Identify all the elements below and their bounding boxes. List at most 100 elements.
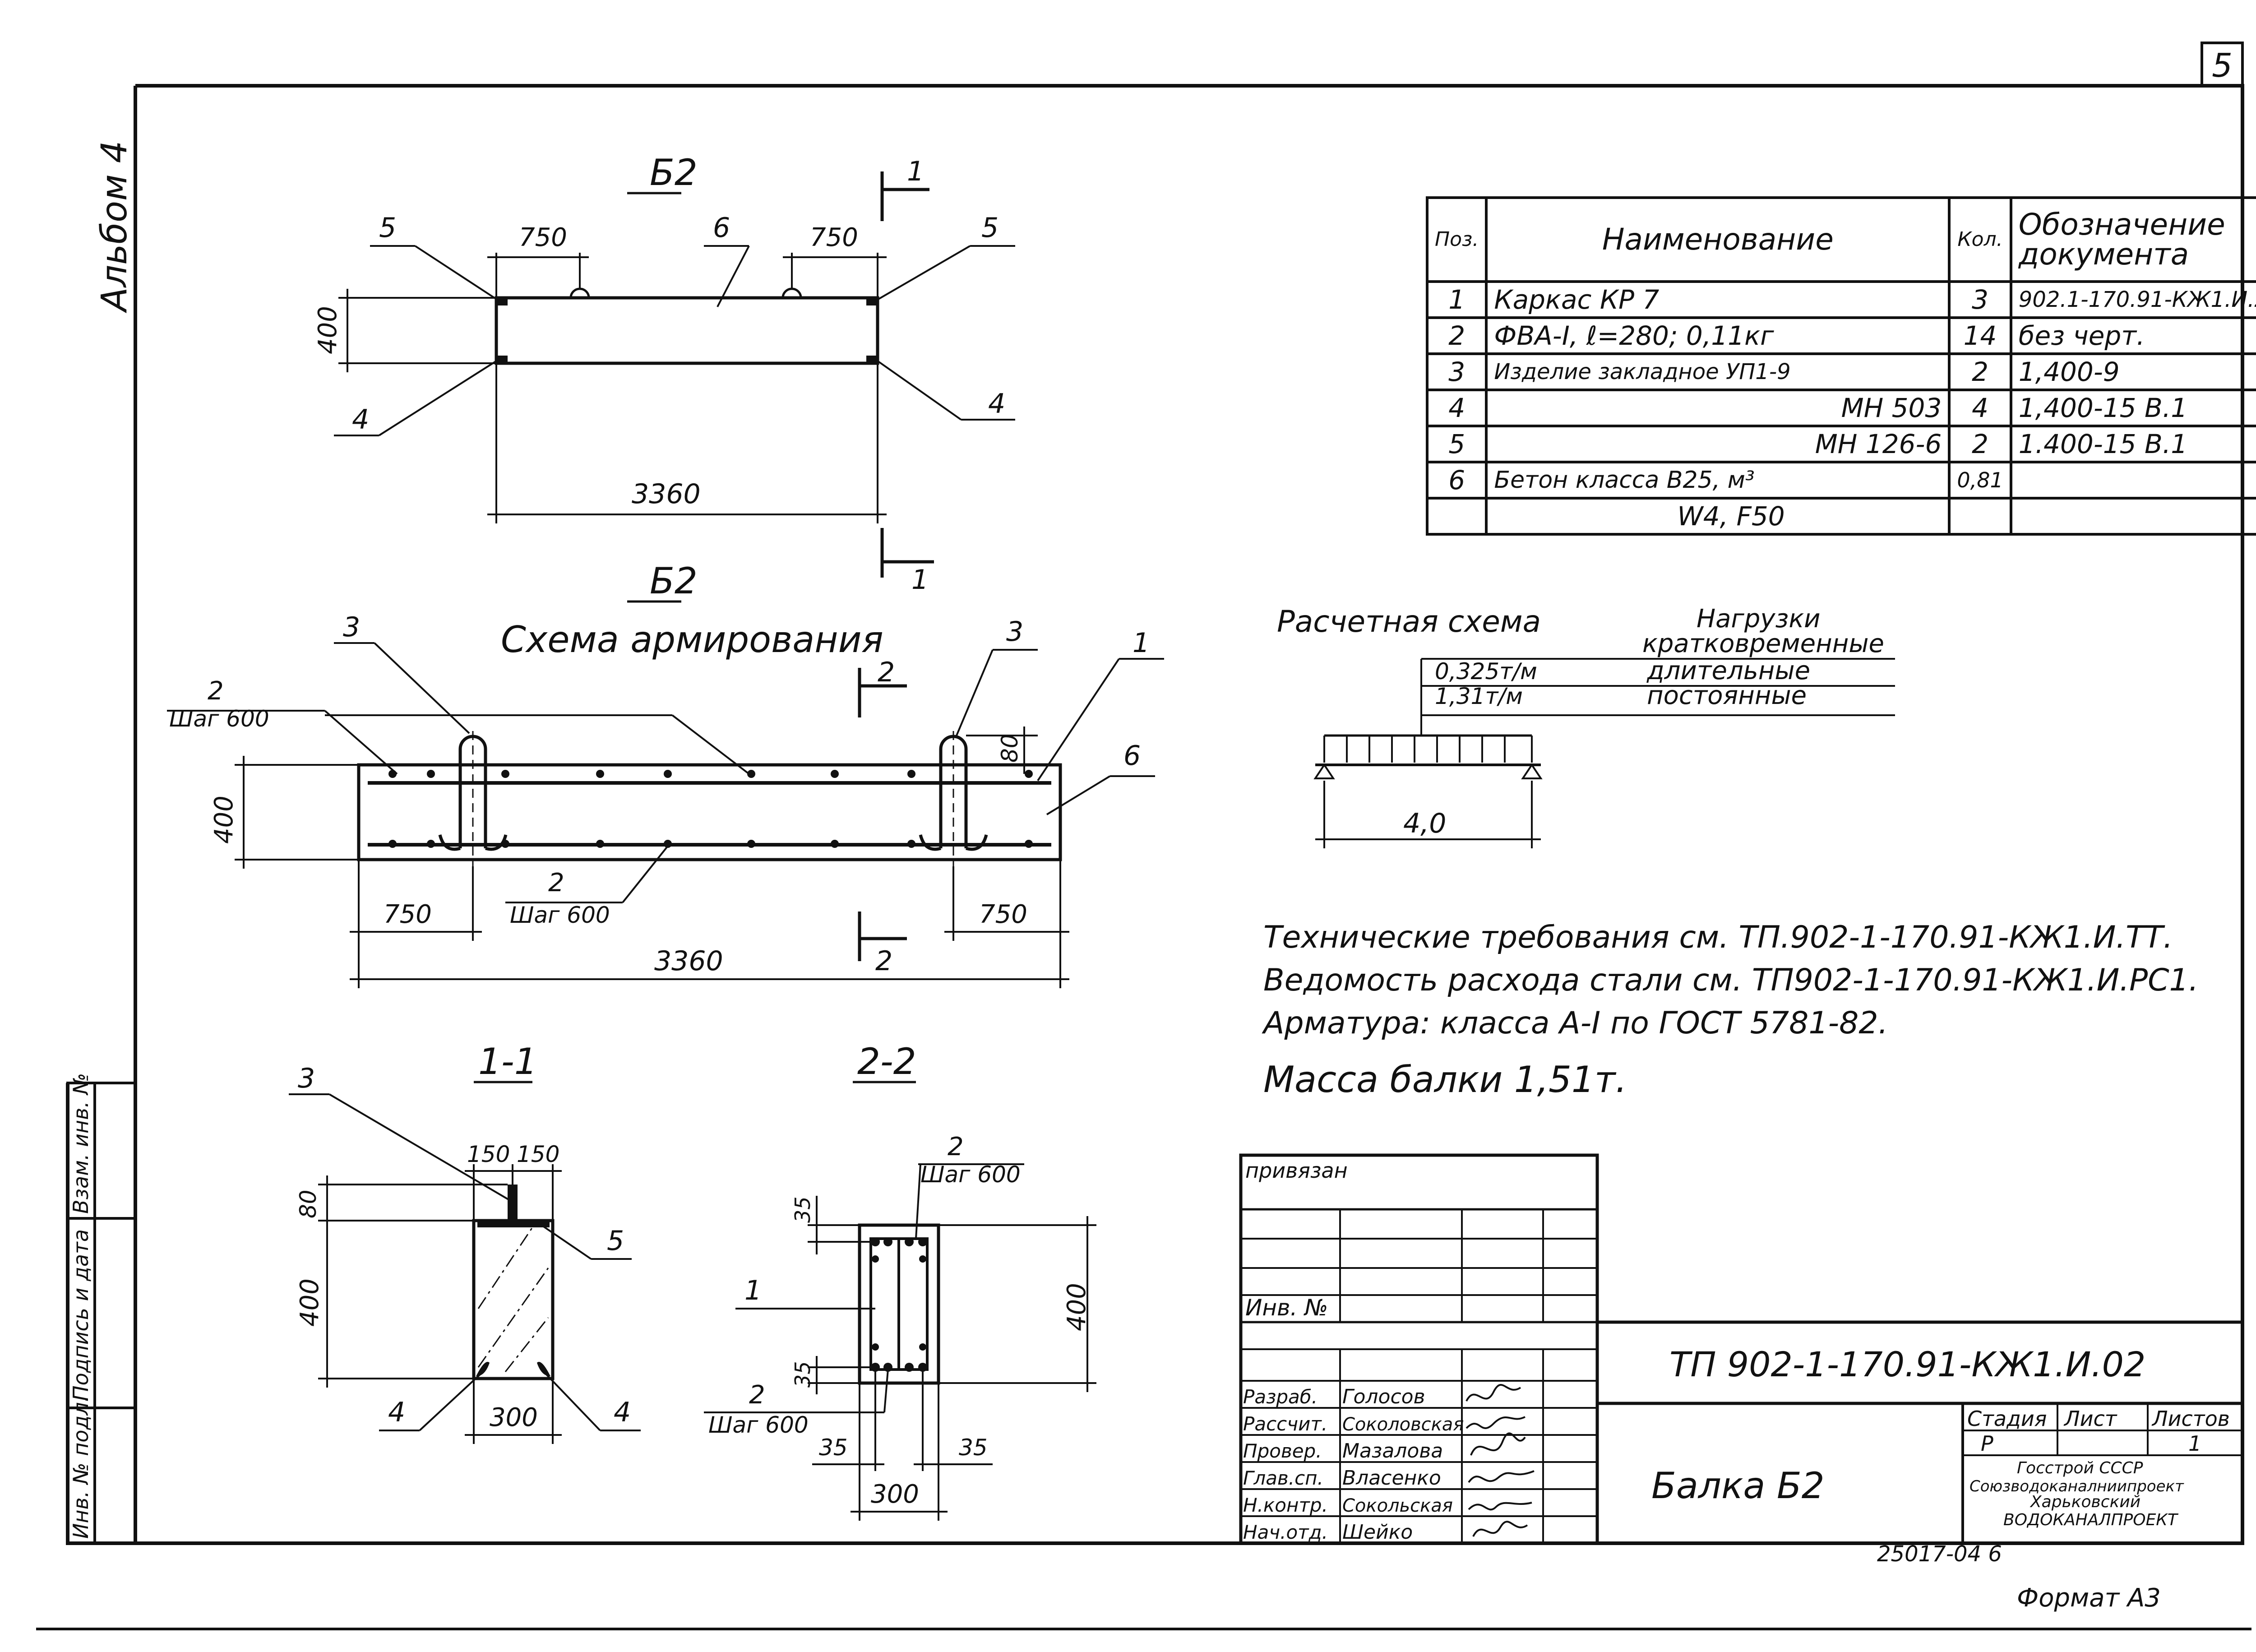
signature-3	[1470, 1432, 1526, 1456]
step-label-sec2-top: Шаг 600	[920, 1161, 1021, 1188]
role-1: Разраб.	[1243, 1386, 1318, 1408]
long-term-label: длительные	[1646, 656, 1810, 685]
spec-qty: 4	[1948, 389, 2012, 427]
dim-750-reinf-right: 750	[979, 900, 1027, 929]
spec-header-qty: Кол.	[1948, 196, 2012, 283]
spec-pos	[1425, 497, 1488, 536]
load-scheme: Расчетная схема Нагрузки кратковременные…	[1277, 604, 1895, 848]
spec-doc: 902.1-170.91-КЖ1.И.2В	[2009, 280, 2256, 319]
spec-qty: 0,81	[1948, 461, 2012, 500]
signature-2	[1465, 1416, 1526, 1429]
spec-doc: 1,400-9	[2009, 352, 2256, 391]
permanent-label: постоянные	[1647, 681, 1807, 710]
dim-400-elev: 400	[313, 306, 342, 354]
inv-no-label: Инв. №	[1245, 1295, 1328, 1321]
step-label-bottom: Шаг 600	[510, 902, 610, 928]
spec-name: Каркас КР 7	[1485, 280, 1951, 319]
album-label: Альбом 4	[94, 141, 135, 314]
spec-name: W4, F50	[1485, 497, 1951, 536]
dim-400-sec1: 400	[295, 1278, 324, 1327]
callout-6-reinf: 6	[1123, 740, 1141, 772]
signature-6	[1472, 1521, 1528, 1537]
spec-doc	[2009, 497, 2256, 536]
spec-row: 2 ФВА-I, ℓ=280; 0,11кг 14 без черт.	[1425, 316, 2256, 355]
spec-pos: 2	[1425, 316, 1488, 355]
name-3: Мазалова	[1342, 1439, 1443, 1462]
spec-doc: 1.400-15 В.1	[2009, 425, 2256, 463]
org-line-2: Союзводоканалниипроект	[1969, 1477, 2184, 1495]
role-6: Нач.отд.	[1243, 1521, 1328, 1543]
sheet-number: 5	[2212, 46, 2233, 84]
left-stamp-strip: Взам. инв. № Подпись и дата Инв. № подл.	[66, 1073, 137, 1545]
spec-doc: без черт.	[2009, 316, 2256, 355]
spec-doc	[2009, 461, 2256, 500]
dim-35-top: 35	[791, 1196, 815, 1223]
elevation-view: Б2 750 750 400 3360 5 5	[313, 152, 1015, 596]
spec-header-pos: Поз.	[1425, 196, 1488, 283]
spec-name: МН 503	[1485, 389, 1951, 427]
reinforcement-view: Б2 Схема армирования 400	[167, 560, 1164, 988]
dim-400-reinf: 400	[209, 796, 239, 844]
name-2: Соколовская	[1342, 1414, 1464, 1435]
reinforcement-subtitle: Схема армирования	[501, 619, 883, 661]
callout-2-sec2-bot: 2	[749, 1380, 765, 1410]
designation: ТП 902-1-170.91-КЖ1.И.02	[1669, 1344, 2145, 1384]
cut-1-top: 1	[907, 156, 924, 187]
callout-3-right: 3	[1006, 616, 1023, 648]
spec-row: 4 МН 503 4 1,400-15 В.1	[1425, 389, 2256, 427]
callout-5-right: 5	[981, 212, 999, 244]
inv-podl-label: Инв. № подл.	[69, 1396, 93, 1539]
org-line-1: Госстрой СССР	[2017, 1459, 2143, 1477]
long-term-value: 0,325т/м	[1435, 658, 1537, 685]
format-label: Формат А3	[2017, 1583, 2161, 1613]
name-1: Голосов	[1342, 1385, 1425, 1408]
section-2-title: 2-2	[857, 1041, 916, 1083]
load-scheme-title: Расчетная схема	[1277, 604, 1541, 639]
spec-pos: 5	[1425, 425, 1488, 463]
dim-750-left: 750	[519, 223, 567, 252]
sheet-number-box	[2201, 42, 2244, 87]
dim-150-b: 150	[517, 1141, 559, 1167]
permanent-value: 1,31т/м	[1435, 683, 1523, 709]
dim-300-sec1: 300	[490, 1403, 538, 1432]
dim-3360-reinf: 3360	[654, 945, 723, 977]
callout-5-sec1: 5	[607, 1225, 624, 1257]
callout-3-left: 3	[343, 611, 360, 643]
dim-80-sec1: 80	[295, 1189, 321, 1218]
dim-80-reinf: 80	[997, 734, 1023, 763]
dim-750-right: 750	[810, 223, 858, 252]
role-5: Н.контр.	[1243, 1494, 1328, 1516]
vzam-label: Взам. инв. №	[69, 1073, 93, 1214]
spec-doc: 1,400-15 В.1	[2009, 389, 2256, 427]
dim-150-a: 150	[467, 1141, 510, 1167]
spec-header-row: Поз. Наименование Кол. Обозначение докум…	[1425, 196, 2256, 283]
spec-name: ФВА-I, ℓ=280; 0,11кг	[1485, 316, 1951, 355]
step-label-sec2-bot: Шаг 600	[708, 1412, 809, 1438]
callout-4-right: 4	[988, 388, 1005, 420]
spec-pos: 1	[1425, 280, 1488, 319]
drawing-title: Балка Б2	[1651, 1465, 1825, 1507]
callout-2-top: 2	[208, 676, 224, 706]
spec-name: МН 126-6	[1485, 425, 1951, 463]
signature-5	[1468, 1502, 1532, 1511]
spec-row: 1 Каркас КР 7 3 902.1-170.91-КЖ1.И.2В	[1425, 280, 2256, 319]
spec-qty: 2	[1948, 352, 2012, 391]
org-line-4: ВОДОКАНАЛПРОЕКТ	[2003, 1511, 2179, 1529]
note-4: Масса балки 1,51т.	[1263, 1059, 1627, 1101]
elevation-title: Б2	[650, 152, 698, 194]
spec-qty: 3	[1948, 280, 2012, 319]
archive-number: 25017-04 6	[1877, 1541, 2002, 1567]
cut-2-bottom: 2	[875, 945, 892, 977]
callout-1-sec2: 1	[744, 1275, 762, 1306]
callout-4-sec1-left: 4	[388, 1397, 405, 1428]
name-5: Сокольская	[1342, 1495, 1453, 1516]
spec-header-name: Наименование	[1485, 196, 1951, 283]
spec-row: 5 МН 126-6 2 1.400-15 В.1	[1425, 425, 2256, 463]
dim-3360-elev: 3360	[632, 478, 701, 510]
note-1: Технические требования см. ТП.902-1-170.…	[1263, 920, 2173, 955]
note-2: Ведомость расхода стали см. ТП902-1-170.…	[1263, 963, 2198, 998]
dim-35-bot: 35	[791, 1361, 815, 1388]
name-4: Власенко	[1342, 1467, 1441, 1490]
callout-4-sec1-right: 4	[614, 1397, 631, 1428]
